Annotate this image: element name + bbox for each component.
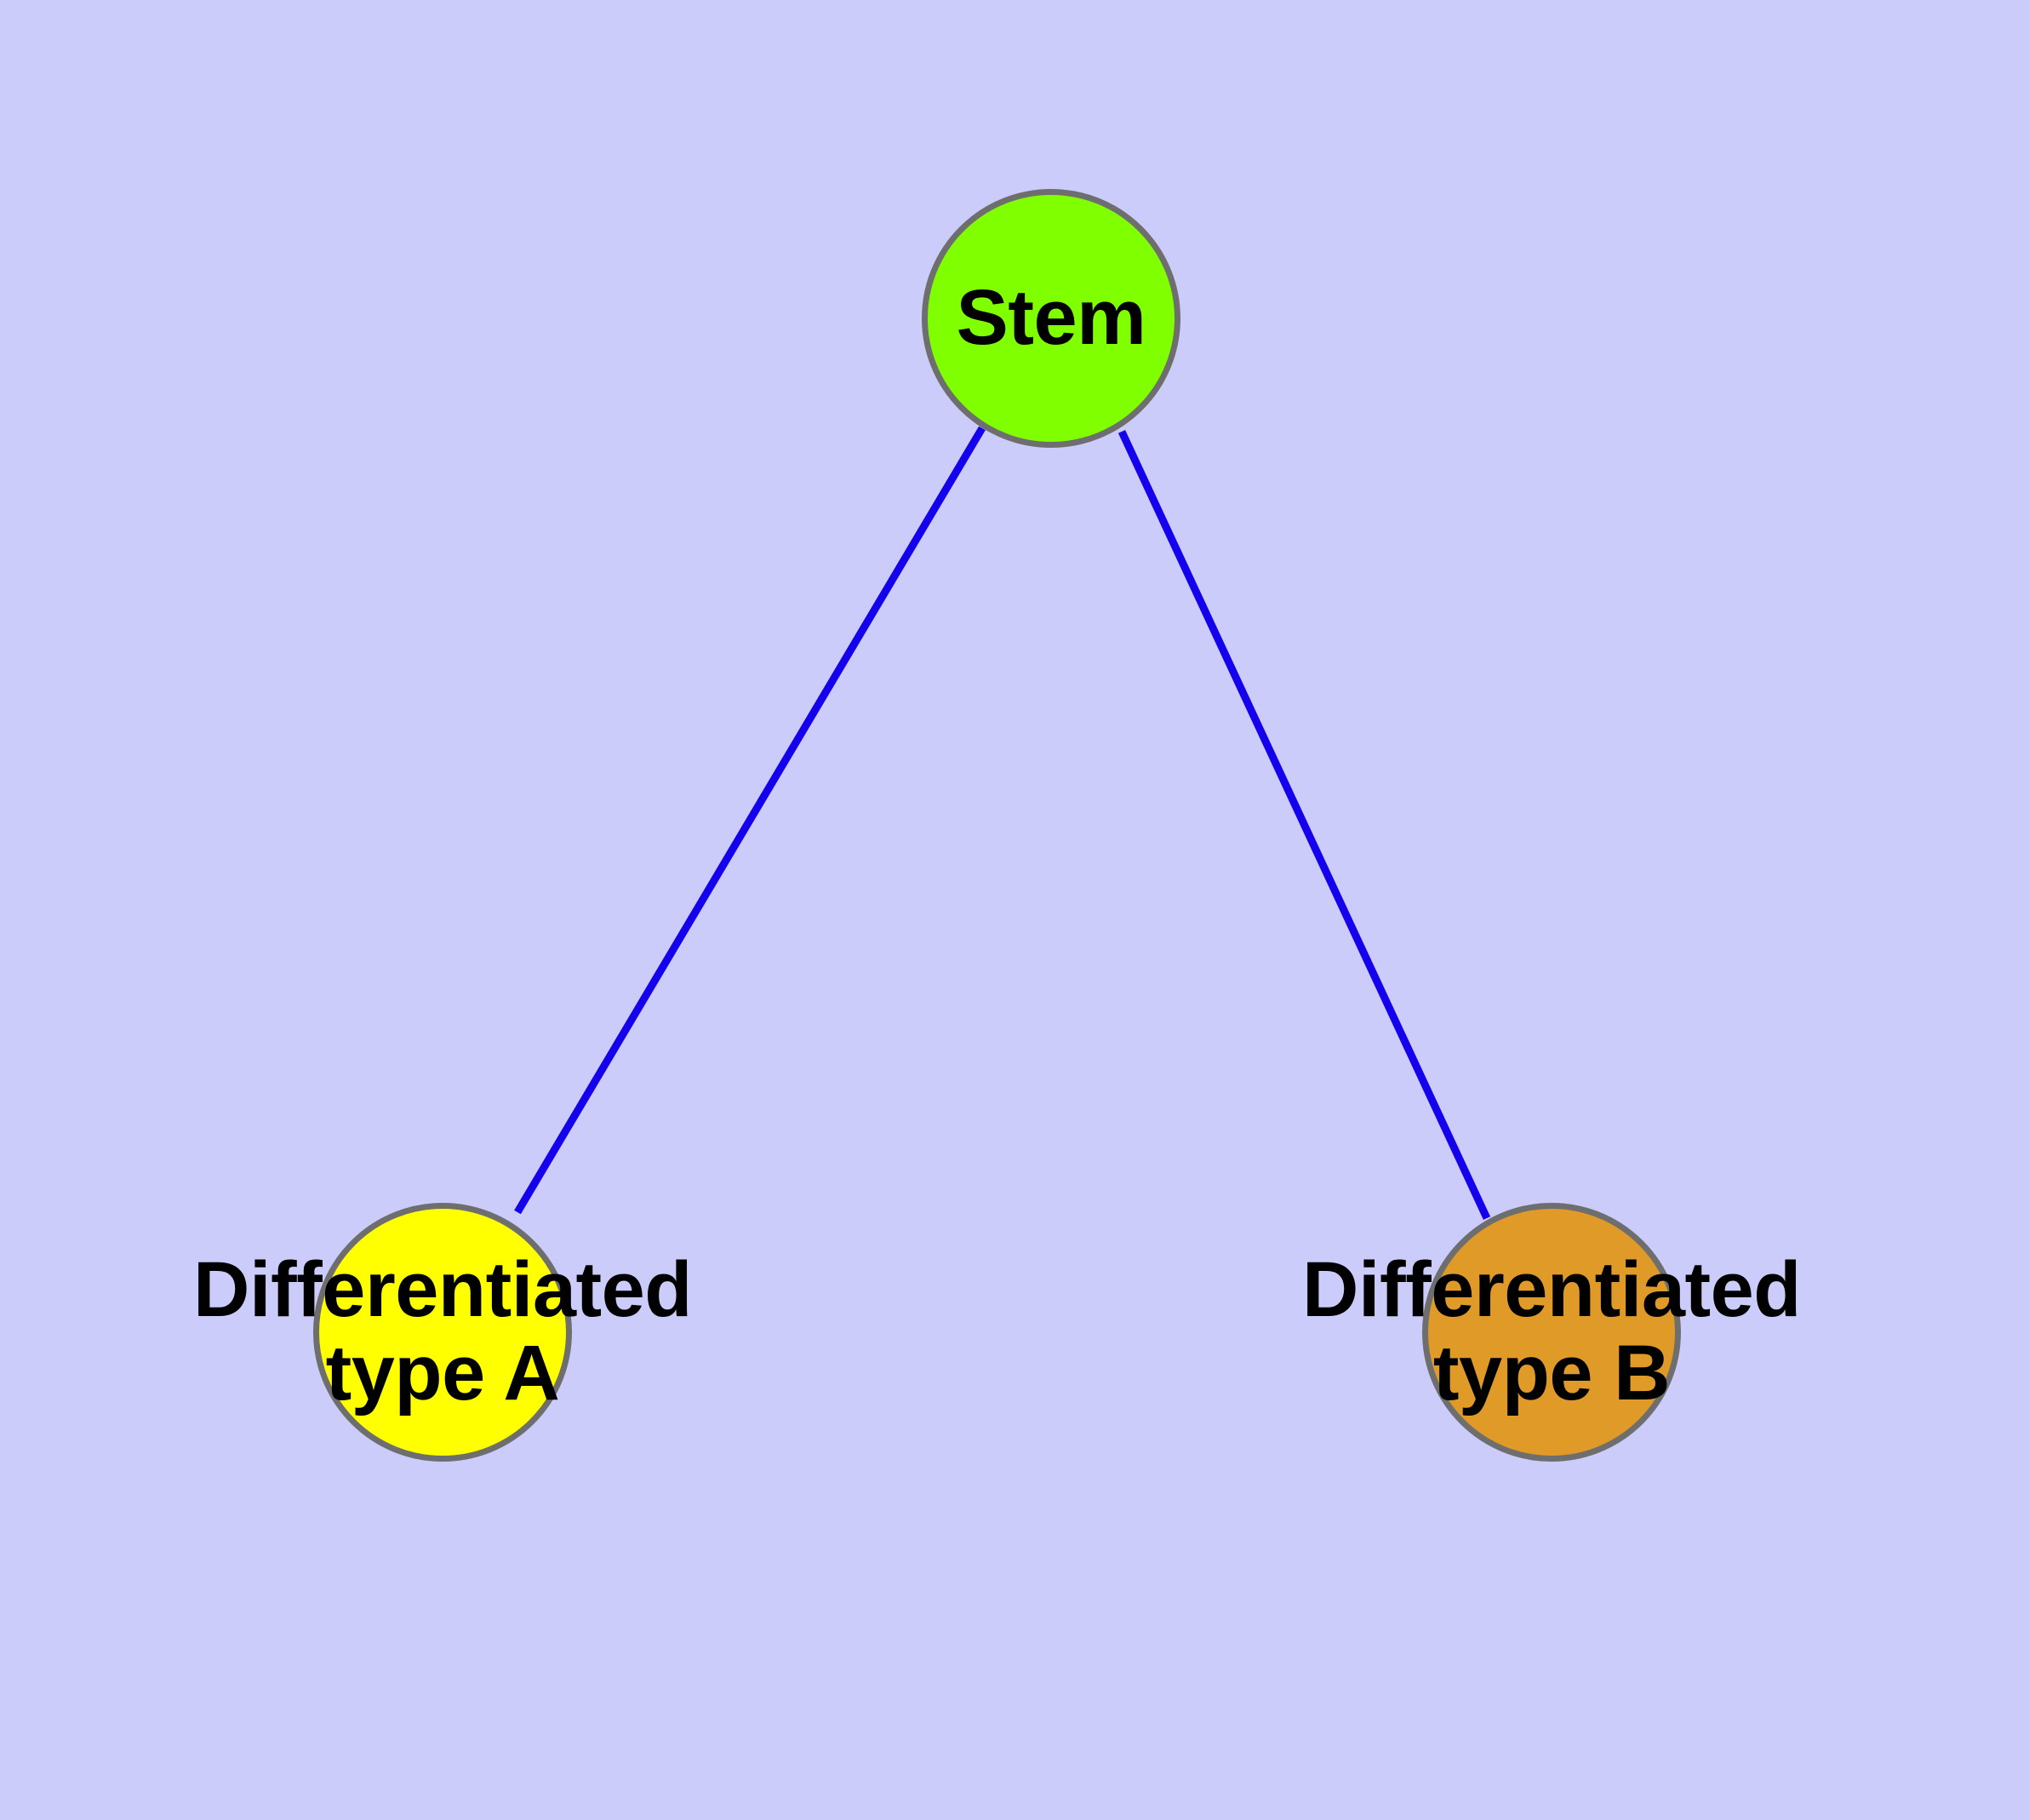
graph-edge-stem-to-a bbox=[514, 426, 986, 1215]
node-label-line: Differentiated bbox=[193, 1246, 692, 1334]
node-label-line: Differentiated bbox=[1302, 1246, 1801, 1334]
node-circle-stem[interactable] bbox=[922, 189, 1180, 448]
node-circle-diff_a[interactable] bbox=[313, 1203, 572, 1462]
graph-edge-stem-to-b bbox=[1117, 430, 1491, 1220]
edges-group bbox=[514, 426, 1491, 1220]
node-label-line: type A bbox=[325, 1330, 560, 1417]
node-circle-diff_b[interactable] bbox=[1422, 1203, 1681, 1462]
node-label-stem: Stem bbox=[957, 277, 1146, 360]
graph-node-stem[interactable]: Stem bbox=[922, 189, 1180, 448]
node-label-line: Stem bbox=[956, 274, 1146, 362]
node-label-line: type B bbox=[1432, 1330, 1671, 1417]
